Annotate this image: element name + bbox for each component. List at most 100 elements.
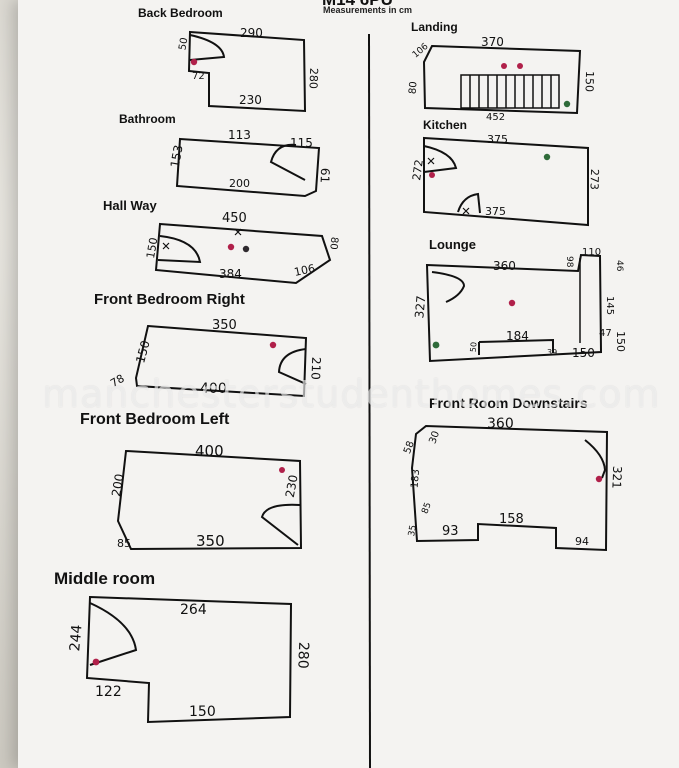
dim-hallway-left: 150 — [144, 237, 160, 260]
hallway-x-mark-2 — [234, 228, 242, 236]
door-swing-hall-way — [157, 235, 202, 264]
dim-front-room-angle-top: 58 — [402, 440, 417, 456]
kitchen-x-mark-1 — [427, 157, 435, 165]
dim-kitchen-right: 273 — [587, 169, 601, 190]
dim-front-bedroom-right-bottom: 400 — [200, 381, 227, 397]
title-front-room-downstairs: Front Room Downstairs — [429, 395, 588, 411]
front-bedroom-right-red-marker — [269, 341, 277, 349]
plan-kitchen — [423, 136, 589, 227]
dim-front-bedroom-right-top: 350 — [212, 318, 237, 333]
dim-lounge-left: 327 — [412, 295, 428, 319]
door-swing-front-bedroom-right — [277, 348, 307, 385]
landing-red-marker-2 — [517, 63, 523, 69]
dim-front-bedroom-left-right: 230 — [283, 474, 301, 499]
dim-bathroom-bottom: 200 — [229, 177, 250, 190]
dim-bathroom-top: 113 — [228, 128, 251, 142]
dim-front-room-top: 360 — [487, 416, 514, 432]
dim-lounge-bottom: 150 — [572, 346, 595, 360]
plan-front-bedroom-right — [134, 324, 308, 398]
title-landing: Landing — [411, 20, 458, 34]
plan-front-room-downstairs — [410, 424, 609, 552]
dim-lounge-recess-left: 50 — [469, 342, 479, 353]
dim-front-room-bottom-3: 94 — [575, 535, 589, 548]
dim-front-bedroom-left-left: 200 — [109, 473, 127, 498]
dim-bathroom-left: 153 — [168, 144, 186, 169]
landing-staircase — [460, 74, 560, 109]
dim-lounge-step-side: 98 — [564, 256, 574, 268]
hallway-x-mark-1 — [162, 242, 170, 250]
dim-front-bedroom-right-angle: 78 — [108, 372, 127, 390]
dim-kitchen-top: 375 — [487, 133, 508, 146]
dim-front-room-angle-bottom: 85 — [420, 501, 433, 515]
door-swing-middle-room — [89, 602, 138, 666]
middle-room-red-marker — [92, 658, 100, 666]
dim-landing-left: 80 — [407, 81, 419, 95]
dim-back-bedroom-bottom: 230 — [239, 93, 262, 107]
title-hall-way: Hall Way — [103, 198, 157, 213]
title-bathroom: Bathroom — [119, 112, 176, 126]
dim-lounge-right-top: 46 — [614, 260, 624, 272]
dim-middle-room-bottom: 150 — [189, 704, 216, 720]
dim-front-room-top-step: 30 — [427, 430, 442, 446]
dim-hallway-right: 80 — [327, 236, 339, 250]
dim-lounge-recess: 184 — [506, 329, 529, 343]
dim-front-room-right: 321 — [609, 466, 624, 489]
plan-middle-room — [85, 595, 293, 724]
door-swing-kitchen-lower — [457, 192, 481, 214]
dim-back-bedroom-step: 72 — [192, 71, 205, 82]
dim-hallway-top: 450 — [222, 211, 247, 226]
dim-middle-room-step: 122 — [95, 684, 122, 700]
front-room-red-marker — [595, 475, 603, 483]
dim-front-bedroom-right-right: 210 — [308, 357, 323, 380]
markers — [92, 58, 603, 666]
dim-middle-room-top: 264 — [180, 602, 207, 618]
kitchen-x-mark-2 — [462, 207, 470, 215]
lounge-red-marker — [508, 299, 516, 307]
front-bedroom-left-red-marker — [279, 467, 285, 473]
door-swing-lounge — [431, 271, 466, 303]
column-divider — [368, 33, 371, 768]
dim-landing-top: 370 — [481, 35, 504, 49]
plan-hall-way — [154, 222, 332, 285]
plan-back-bedroom — [187, 30, 307, 113]
dim-front-room-bottom-left: 35 — [407, 524, 419, 537]
dim-front-bedroom-left-bottom: 350 — [196, 532, 225, 550]
landing-red-marker — [501, 63, 507, 69]
back-bedroom-red-marker — [190, 58, 198, 66]
dim-kitchen-left: 272 — [410, 159, 426, 182]
watermark: manchesterstudenthomes.com — [42, 372, 661, 416]
lounge-green-marker — [432, 341, 440, 349]
dim-lounge-recess-right: 39 — [547, 348, 557, 357]
dim-front-bedroom-left-angle: 85 — [117, 537, 131, 550]
hallway-red-marker — [227, 243, 235, 251]
dim-bathroom-door: 115 — [290, 136, 313, 150]
dim-kitchen-bottom: 375 — [485, 205, 506, 218]
dim-lounge-right: 150 — [614, 331, 627, 352]
title-middle-room: Middle room — [54, 569, 156, 588]
hallway-dark-marker — [242, 245, 250, 253]
dim-landing-angle: 106 — [411, 42, 431, 61]
kitchen-green-marker — [543, 153, 551, 161]
plan-lounge — [425, 253, 603, 363]
title-lounge: Lounge — [429, 237, 476, 252]
dim-front-bedroom-left-top: 400 — [195, 442, 224, 460]
door-swing-back-bedroom — [189, 34, 226, 61]
dim-bathroom-right: 61 — [318, 168, 333, 184]
door-swing-front-room-downstairs — [584, 439, 607, 479]
dim-lounge-step-top: 110 — [582, 247, 601, 258]
plan-bathroom — [175, 137, 321, 198]
door-swing-front-bedroom-left — [260, 503, 301, 546]
landing-green-marker — [563, 100, 571, 108]
plan-front-bedroom-left — [116, 449, 303, 551]
paper-sheet — [18, 0, 679, 768]
title-kitchen: Kitchen — [423, 118, 468, 132]
kitchen-red-marker — [429, 172, 435, 178]
title-back-bedroom: Back Bedroom — [138, 6, 223, 20]
dim-front-bedroom-right-left: 150 — [133, 339, 152, 365]
dim-lounge-top: 360 — [493, 259, 516, 273]
dim-lounge-right-mid: 145 — [604, 296, 615, 315]
door-swing-kitchen — [423, 145, 458, 173]
dim-back-bedroom-right: 280 — [306, 68, 320, 89]
document-title: M14 6PU — [322, 0, 393, 10]
